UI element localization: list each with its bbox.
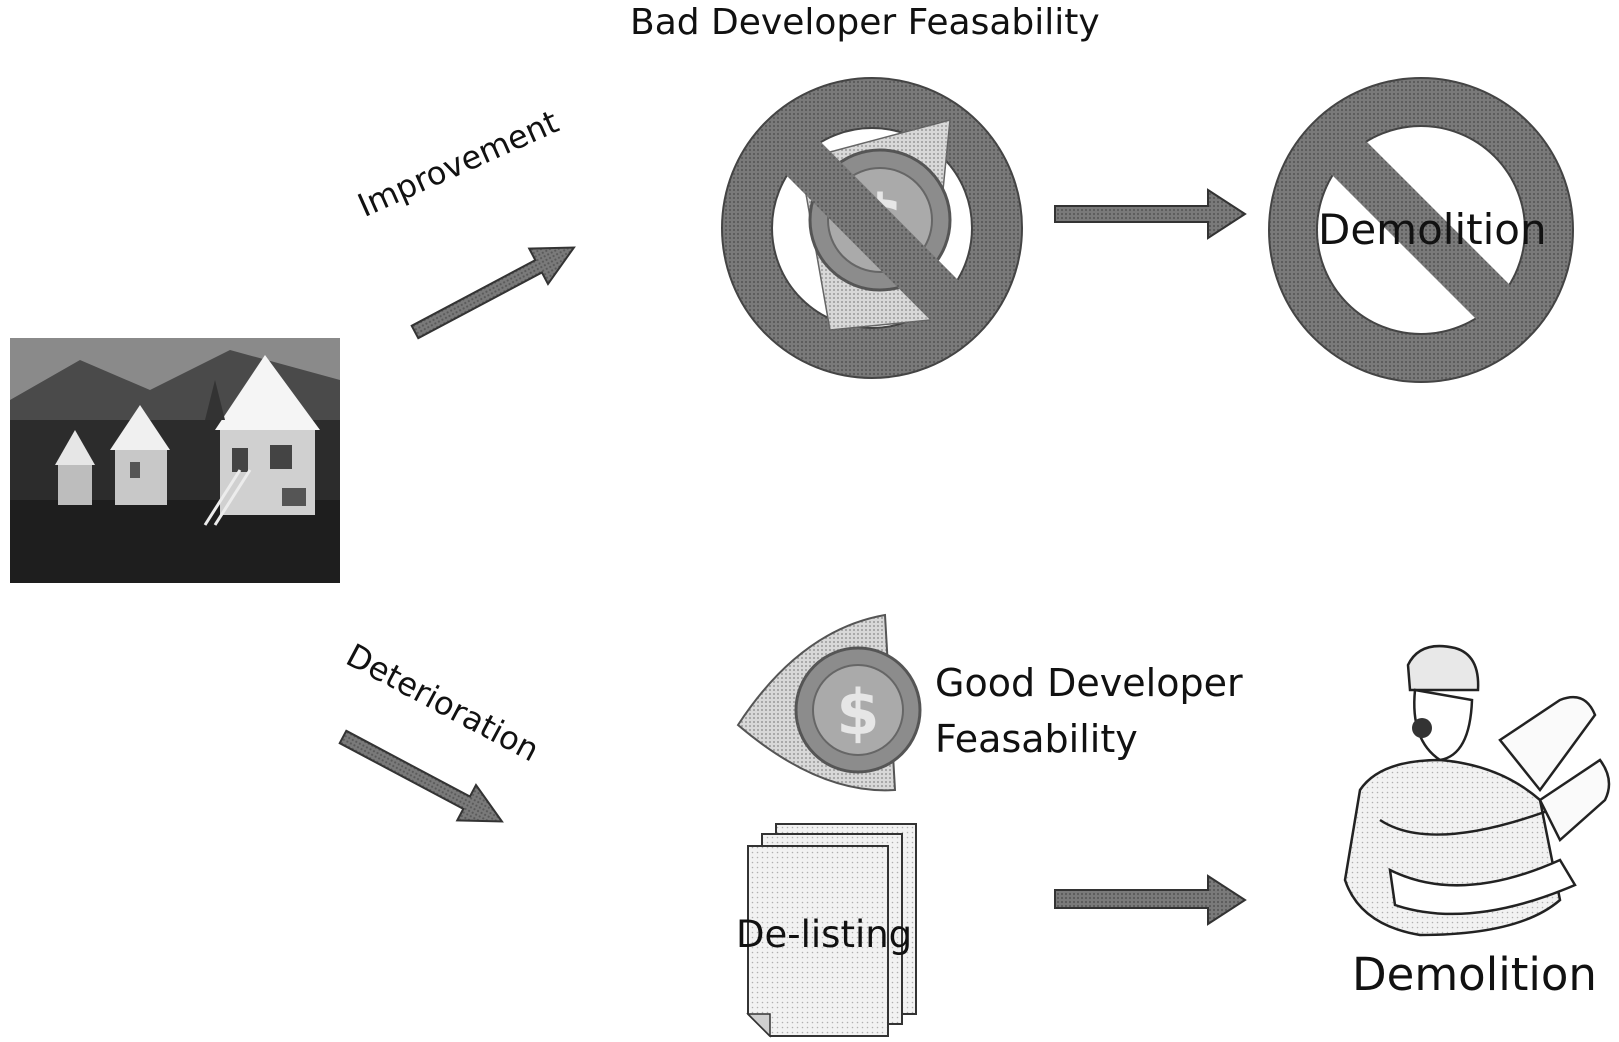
- arrow-to-demolition-top: [1054, 188, 1247, 240]
- demolition-top-label: Demolition: [1318, 205, 1547, 254]
- good-feasability-line2: Feasability: [935, 717, 1138, 761]
- houses-photo: [10, 338, 340, 583]
- good-feasability-line1: Good Developer: [935, 661, 1243, 705]
- documents-icon: [746, 823, 917, 1038]
- prohibited-icon: [1268, 77, 1574, 383]
- money-icon: $: [736, 613, 922, 792]
- arrow-to-demolition-bottom: [1054, 874, 1247, 926]
- arrow-deterioration: [338, 729, 504, 823]
- title: Bad Developer Feasability: [630, 2, 1100, 43]
- good-feasability-label: Good Developer Feasability: [935, 655, 1243, 767]
- svg-text:$: $: [836, 676, 879, 749]
- construction-worker-icon: [1343, 644, 1611, 937]
- arrow-improvement: [410, 246, 576, 340]
- delisting-label: De-listing: [736, 913, 913, 956]
- prohibited-money-icon: $: [721, 77, 1023, 379]
- demolition-bottom-label: Demolition: [1352, 948, 1597, 1001]
